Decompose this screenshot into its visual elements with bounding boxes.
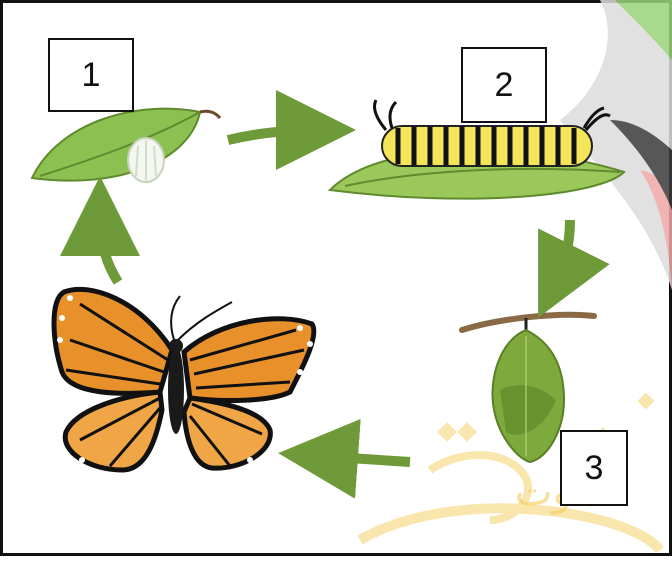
arrow-1-to-2	[228, 130, 316, 140]
arrow-2-to-3	[556, 220, 570, 282]
arrow-3-to-4	[318, 456, 410, 462]
arrow-4-to-1	[100, 216, 118, 282]
stage-1-label: 1	[48, 38, 134, 112]
monarch-butterfly	[54, 289, 314, 470]
leaf-with-egg	[32, 109, 220, 182]
stage-3-label: 3	[560, 430, 628, 506]
stage-2-label: 2	[461, 47, 547, 123]
